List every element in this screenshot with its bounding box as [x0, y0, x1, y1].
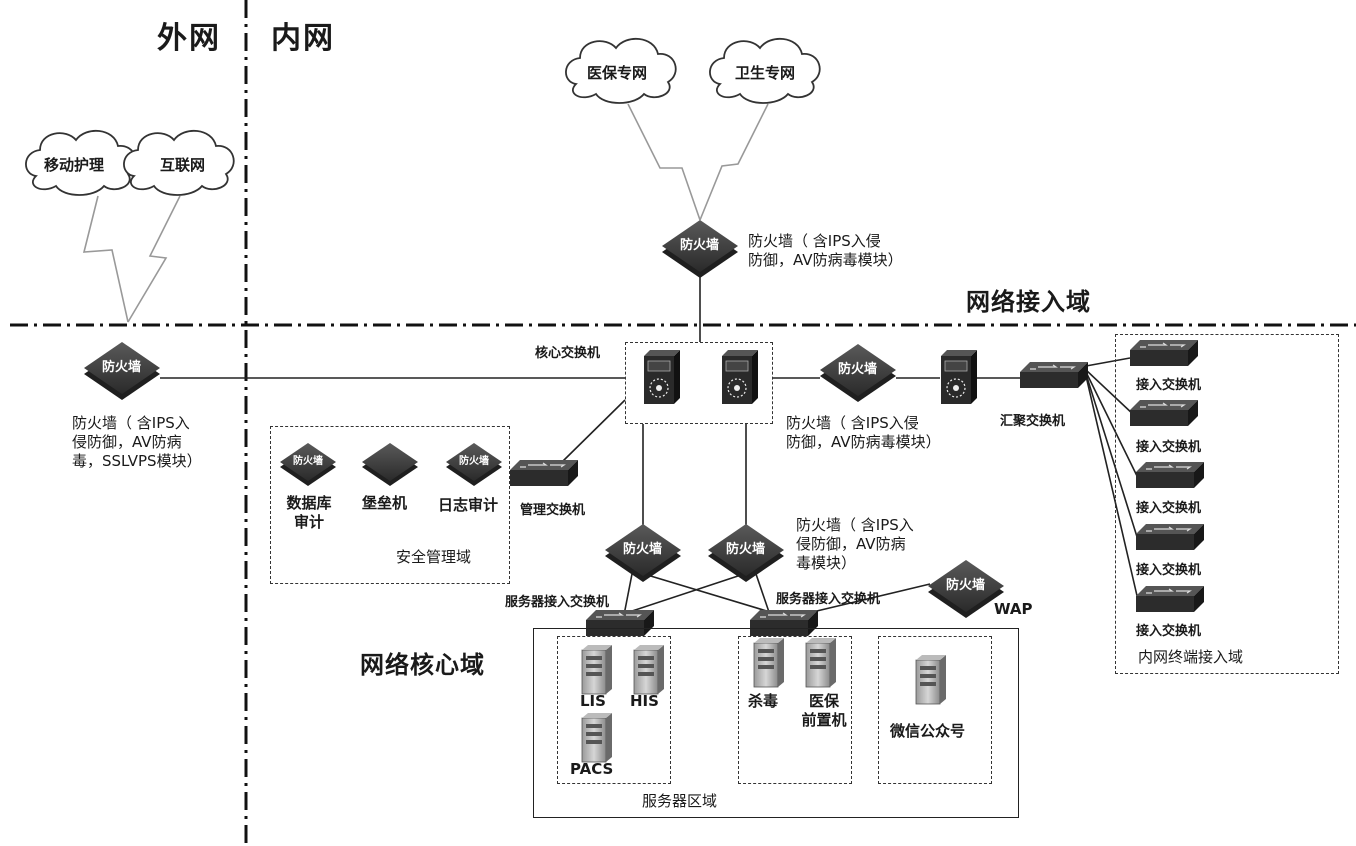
fw-label-top: 防火墙	[680, 238, 720, 253]
server-group-clinical	[557, 636, 671, 784]
note-fw-right: 防火墙（ 含IPS入侵 防御，AV防病毒模块）	[786, 414, 941, 451]
label-access-switch-3: 接入交换机	[1136, 501, 1202, 516]
label-server-insurance-front: 医保 前置机	[801, 692, 847, 729]
label-server-his: HIS	[630, 692, 659, 710]
zone-core-domain: 网络核心域	[360, 651, 485, 679]
label-core-switch: 核心交换机	[535, 346, 601, 361]
fw-label-right: 防火墙	[838, 362, 878, 377]
cloud-label-internet: 互联网	[160, 156, 206, 174]
label-aggregation-switch: 汇聚交换机	[1000, 414, 1066, 429]
note-fw-left: 防火墙（ 含IPS入 侵防御，AV防病 毒，SSLVPS模块）	[72, 414, 202, 470]
lightning-mobile	[82, 195, 129, 323]
links	[160, 272, 1139, 616]
lightning-internet	[127, 195, 181, 323]
zone-inner-net: 内网	[271, 21, 335, 56]
cloud-label-medical-insurance: 医保专网	[587, 64, 648, 82]
label-server-antivirus: 杀毒	[748, 692, 779, 710]
mgmt-switch	[509, 459, 579, 487]
label-access-switch-1: 接入交换机	[1136, 378, 1202, 393]
zone-server-area: 服务器区域	[642, 792, 718, 810]
lightning-insurance	[627, 103, 701, 221]
fw-label-wap: 防火墙	[946, 578, 986, 593]
cloud-label-health-net: 卫生专网	[735, 64, 796, 82]
zone-outer-net: 外网	[157, 21, 221, 56]
label-server-wechat: 微信公众号	[890, 722, 966, 740]
core-switch-group-box	[625, 342, 773, 424]
zone-security-domain: 安全管理域	[396, 548, 472, 566]
aggregation-switch	[1019, 361, 1089, 389]
label-access-switch-4: 接入交换机	[1136, 563, 1202, 578]
terminal-domain-box	[1115, 334, 1339, 674]
fw-label-db-audit: 防火墙	[293, 456, 323, 467]
note-fw-top: 防火墙（ 含IPS入侵 防御，AV防病毒模块）	[748, 232, 903, 269]
cloud-label-mobile-nursing: 移动护理	[44, 156, 105, 174]
zone-access-domain: 网络接入域	[966, 288, 1091, 316]
label-log-audit: 日志审计	[438, 496, 499, 514]
label-mgmt-switch: 管理交换机	[520, 503, 586, 518]
security-domain-box	[270, 426, 510, 584]
label-server-access-switch-a: 服务器接入交换机	[505, 595, 610, 610]
note-fw-core: 防火墙（ 含IPS入 侵防御，AV防病 毒模块）	[796, 516, 914, 572]
fw-label-left: 防火墙	[102, 360, 142, 375]
server-group-wechat	[878, 636, 992, 784]
label-server-access-switch-b: 服务器接入交换机	[776, 592, 881, 607]
fw-label-core-a: 防火墙	[623, 542, 663, 557]
lightning-health	[699, 103, 769, 221]
edge-chassis	[940, 349, 978, 405]
label-access-switch-5: 接入交换机	[1136, 624, 1202, 639]
server-group-security	[738, 636, 852, 784]
label-db-audit: 数据库 审计	[286, 494, 332, 531]
server-area-box	[533, 628, 1019, 818]
label-access-switch-2: 接入交换机	[1136, 440, 1202, 455]
fw-label-log-audit: 防火墙	[459, 456, 489, 467]
fw-label-core-b: 防火墙	[726, 542, 766, 557]
zone-terminal-domain: 内网终端接入域	[1138, 648, 1244, 666]
label-server-pacs: PACS	[570, 760, 614, 778]
label-bastion: 堡垒机	[362, 494, 408, 512]
label-wap: WAP	[994, 600, 1033, 618]
label-server-lis: LIS	[580, 692, 606, 710]
